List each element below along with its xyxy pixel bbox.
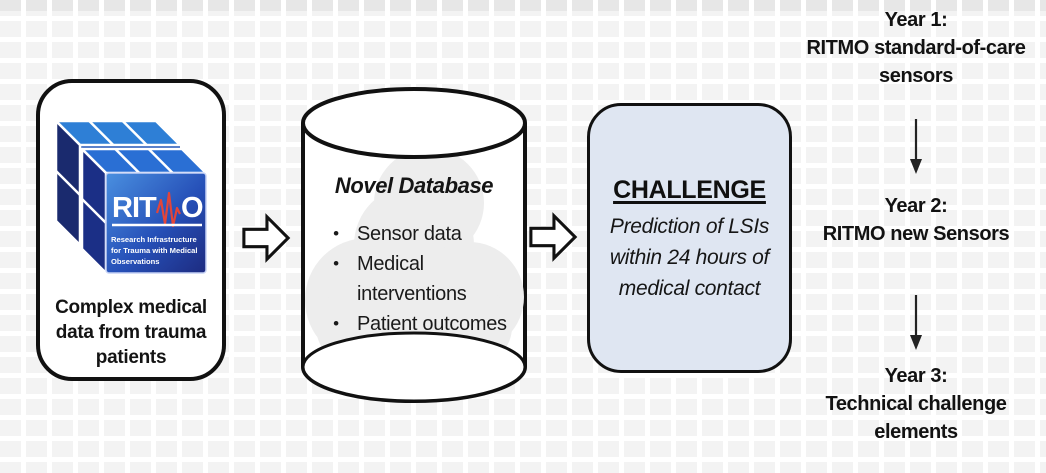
- cloud-shape: [305, 148, 524, 387]
- list-item: • Sensor data: [329, 219, 521, 249]
- source-box: RIT O Research Infrastructure for Trauma…: [36, 79, 226, 381]
- logo-tagline-line: Research Infrastructure: [111, 235, 197, 244]
- down-arrow-icon: [910, 119, 922, 174]
- database-cylinder: Novel Database • Sensor data • Medical i…: [299, 85, 529, 405]
- timeline-detail: RITMO new Sensors: [822, 223, 1010, 245]
- ecg-wave-icon: [155, 191, 181, 228]
- timeline-year-label: Year 2:: [884, 195, 948, 217]
- logo-brand-suffix: O: [181, 192, 204, 224]
- database-title: Novel Database: [334, 173, 494, 198]
- flow-arrow-icon: [529, 212, 578, 262]
- challenge-heading: CHALLENGE: [613, 176, 766, 204]
- list-item-label: Medical interventions: [357, 253, 467, 305]
- logo-brand-prefix: RIT: [112, 192, 157, 224]
- timeline-detail: Technical challenge elements: [825, 393, 1007, 443]
- logo-tagline-line: for Trauma with Medical: [111, 246, 198, 255]
- list-item: • Patient outcomes: [329, 309, 521, 339]
- list-item-label: Sensor data: [357, 223, 462, 245]
- bullet-icon: •: [333, 314, 339, 333]
- challenge-box: CHALLENGE Prediction of LSIs within 24 h…: [587, 103, 792, 373]
- logo-front-panel: [105, 172, 207, 274]
- flow-arrow-icon: [242, 213, 291, 263]
- timeline-year-label: Year 3:: [884, 365, 948, 387]
- timeline-step-year1: Year 1: RITMO standard-of-care sensors: [786, 6, 1046, 90]
- database-list: • Sensor data • Medical interventions • …: [329, 219, 521, 339]
- timeline-step-year2: Year 2: RITMO new Sensors: [786, 192, 1046, 248]
- list-item-label: Patient outcomes: [357, 313, 507, 335]
- timeline-detail: RITMO standard-of-care sensors: [806, 37, 1026, 87]
- bullet-icon: •: [333, 254, 339, 273]
- timeline-step-year3: Year 3: Technical challenge elements: [786, 362, 1046, 446]
- timeline: Year 1: RITMO standard-of-care sensors Y…: [786, 0, 1046, 473]
- source-caption: Complex medical data from trauma patient…: [55, 297, 207, 368]
- ritmo-logo: RIT O Research Infrastructure for Trauma…: [54, 119, 208, 275]
- bullet-icon: •: [333, 224, 339, 243]
- cylinder-shape: [301, 87, 527, 403]
- down-arrow-icon: [910, 295, 922, 350]
- database-content: Novel Database • Sensor data • Medical i…: [299, 85, 529, 405]
- logo-tagline-line: Observations: [111, 257, 160, 266]
- list-item: • Medical interventions: [329, 249, 521, 309]
- timeline-year-label: Year 1:: [884, 9, 948, 31]
- logo-front-cube: [80, 147, 208, 275]
- challenge-description: Prediction of LSIs within 24 hours of me…: [609, 215, 770, 300]
- background-tile-strip: [0, 0, 1046, 11]
